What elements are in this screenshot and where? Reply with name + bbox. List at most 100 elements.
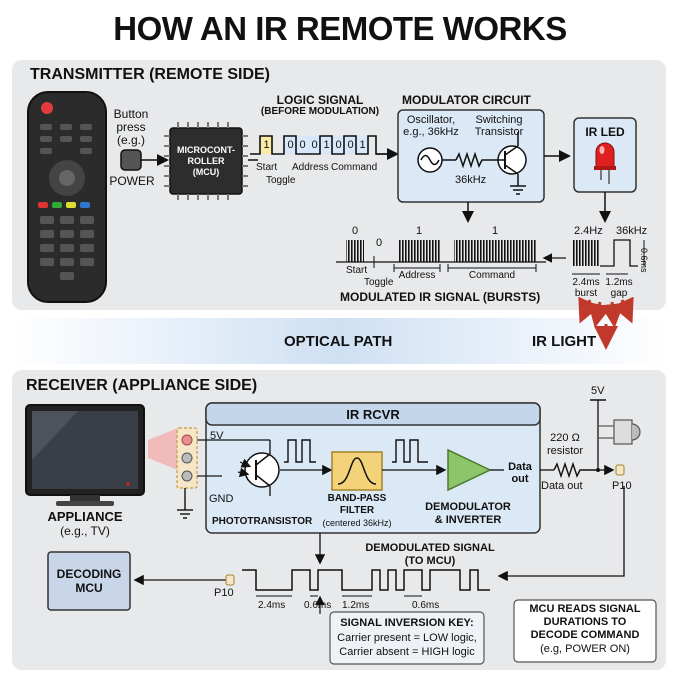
burst-command-label: Command	[468, 270, 516, 281]
demodulated-signal-waveform	[242, 569, 490, 597]
mcu-chip-icon	[164, 122, 248, 200]
modulated-ir-waveform	[336, 240, 566, 272]
ir-rcvr-title: IR RCVR	[346, 407, 400, 422]
pullup-resistor-icon	[553, 461, 598, 479]
receiver-heading: RECEIVER (APPLIANCE SIDE)	[26, 377, 258, 394]
filter-label-2: FILTER	[339, 505, 375, 516]
logic-bit-1: 1	[263, 139, 270, 151]
logic-address-label: Address	[292, 162, 329, 173]
ir-sensor-component-icon	[598, 419, 641, 445]
pin-p10-label: P10	[612, 480, 632, 492]
transmitter-heading: TRANSMITTER (REMOTE SIDE)	[30, 66, 270, 83]
logic-signal-title: LOGIC SIGNAL	[276, 93, 364, 107]
appliance-label-2: (e.g., TV)	[60, 524, 110, 538]
mcu-reads-box	[513, 599, 657, 663]
band-pass-filter-icon	[331, 451, 383, 491]
burst-bit-1: 0	[351, 225, 359, 237]
timing-label-4: 0.6ms	[412, 600, 440, 611]
optical-path-band	[12, 318, 666, 364]
pin-gnd-label: GND	[209, 493, 234, 505]
mcu-label-1: MICROCONT-	[177, 145, 235, 155]
mcu-reads-line-2: DURATIONS TO	[543, 616, 627, 628]
logic-bit-5: 1	[323, 139, 330, 151]
oscillator-label-2: e.g., 36kHz	[403, 126, 459, 138]
resistor-label-2: resistor	[546, 445, 584, 457]
ir-light-rays	[578, 296, 634, 350]
ir-led-label: IR LED	[585, 125, 625, 139]
burst-bit-2: 0	[375, 237, 383, 249]
detail-freq-2: 36kHz	[616, 225, 648, 237]
modulated-signal-title: MODULATED IR SIGNAL (BURSTS)	[340, 290, 541, 304]
key-title: SIGNAL INVERSION KEY:	[340, 617, 474, 629]
detail-duration: 0.6ms	[639, 248, 649, 273]
logic-bit-7: 0	[347, 139, 354, 151]
remote-control-icon	[27, 91, 107, 303]
burst-bit-4: 1	[491, 225, 499, 237]
ir-led-icon	[594, 142, 616, 184]
key-line-1: Carrier present = LOW logic,	[337, 632, 477, 644]
timing-label-3: 1.2ms	[342, 600, 370, 611]
transmitter-panel	[12, 60, 666, 310]
decoding-mcu-box	[47, 551, 131, 611]
burst-toggle-label: Toggle	[364, 277, 394, 288]
mcu-label-3: (MCU)	[192, 167, 220, 177]
resistor-icon	[455, 151, 496, 169]
oscillator-label-1: Oscillator,	[406, 114, 456, 126]
logic-bit-4: 0	[311, 139, 318, 151]
detail-freq-1: 2.4Hz	[574, 225, 603, 237]
mcu-label-2: ROLLER	[187, 156, 225, 166]
logic-signal-waveform	[250, 135, 399, 160]
detail-gap-2: gap	[610, 288, 628, 299]
ir-glow	[148, 428, 178, 470]
demodulated-signal-title: DEMODULATED SIGNAL	[365, 542, 495, 554]
demodulated-signal-subtitle: (TO MCU)	[404, 555, 456, 567]
mcu-reads-line-4: (e.g, POWER ON)	[540, 643, 630, 655]
transistor-icon	[496, 132, 527, 195]
button-label-2: press	[116, 120, 146, 134]
modulator-title: MODULATOR CIRCUIT	[402, 93, 531, 107]
button-label-3: (e.g.)	[116, 133, 145, 147]
logic-bit-8: 1	[359, 139, 366, 151]
oscillator-icon	[417, 147, 443, 173]
button-label-1: Button	[113, 107, 149, 121]
switching-label-1: Switching	[475, 114, 523, 126]
detail-burst-1: 2.4ms	[572, 277, 600, 288]
data-out-label-2: out	[511, 473, 529, 485]
appliance-label-1: APPLIANCE	[47, 509, 123, 524]
logic-bit-6: 0	[335, 139, 342, 151]
detail-burst-2: burst	[574, 288, 598, 299]
demodulator-icon	[447, 448, 492, 492]
mcu-reads-line-1: MCU READS SIGNAL	[529, 603, 641, 615]
logic-command-label: Command	[331, 162, 378, 173]
logic-start-label: Start	[256, 162, 278, 173]
power-label: POWER	[109, 174, 155, 188]
timing-label-2: 0.6ms	[304, 600, 332, 611]
phototransistor-icon	[206, 439, 280, 496]
logic-toggle-label: Toggle	[266, 175, 296, 186]
signal-inversion-key-box	[329, 611, 485, 665]
burst-detail-waveform	[572, 239, 645, 275]
demodulator-label-2: & INVERTER	[434, 514, 502, 526]
mcu-reads-line-3: DECODE COMMAND	[530, 629, 640, 641]
logic-bit-2: 0	[287, 139, 294, 151]
tv-icon	[25, 404, 145, 506]
pin-5v-label: 5V	[210, 430, 224, 442]
burst-start-label: Start	[346, 265, 368, 276]
logic-bit-3: 0	[299, 139, 306, 151]
burst-bit-3: 1	[415, 225, 423, 237]
phototransistor-label: PHOTOTRANSISTOR	[212, 516, 313, 527]
key-line-2: Carrier absent = HIGH logic	[339, 646, 475, 658]
resistor-label-1: 220 Ω	[550, 432, 580, 444]
detail-gap-1: 1.2ms	[605, 277, 633, 288]
freq-label: 36kHz	[455, 174, 487, 186]
supply-5v-label: 5V	[591, 385, 605, 397]
ground-icon	[177, 488, 193, 519]
data-out-label-1: Data	[508, 461, 532, 473]
logic-signal-subtitle: (BEFORE MODULATION)	[260, 106, 380, 117]
optical-path-label: OPTICAL PATH	[284, 333, 393, 350]
decoding-mcu-label-2: MCU	[75, 581, 103, 595]
ir-light-label: IR LIGHT	[532, 333, 597, 350]
page-title: HOW AN IR REMOTE WORKS	[113, 10, 567, 47]
switching-label-2: Transistor	[474, 126, 524, 138]
